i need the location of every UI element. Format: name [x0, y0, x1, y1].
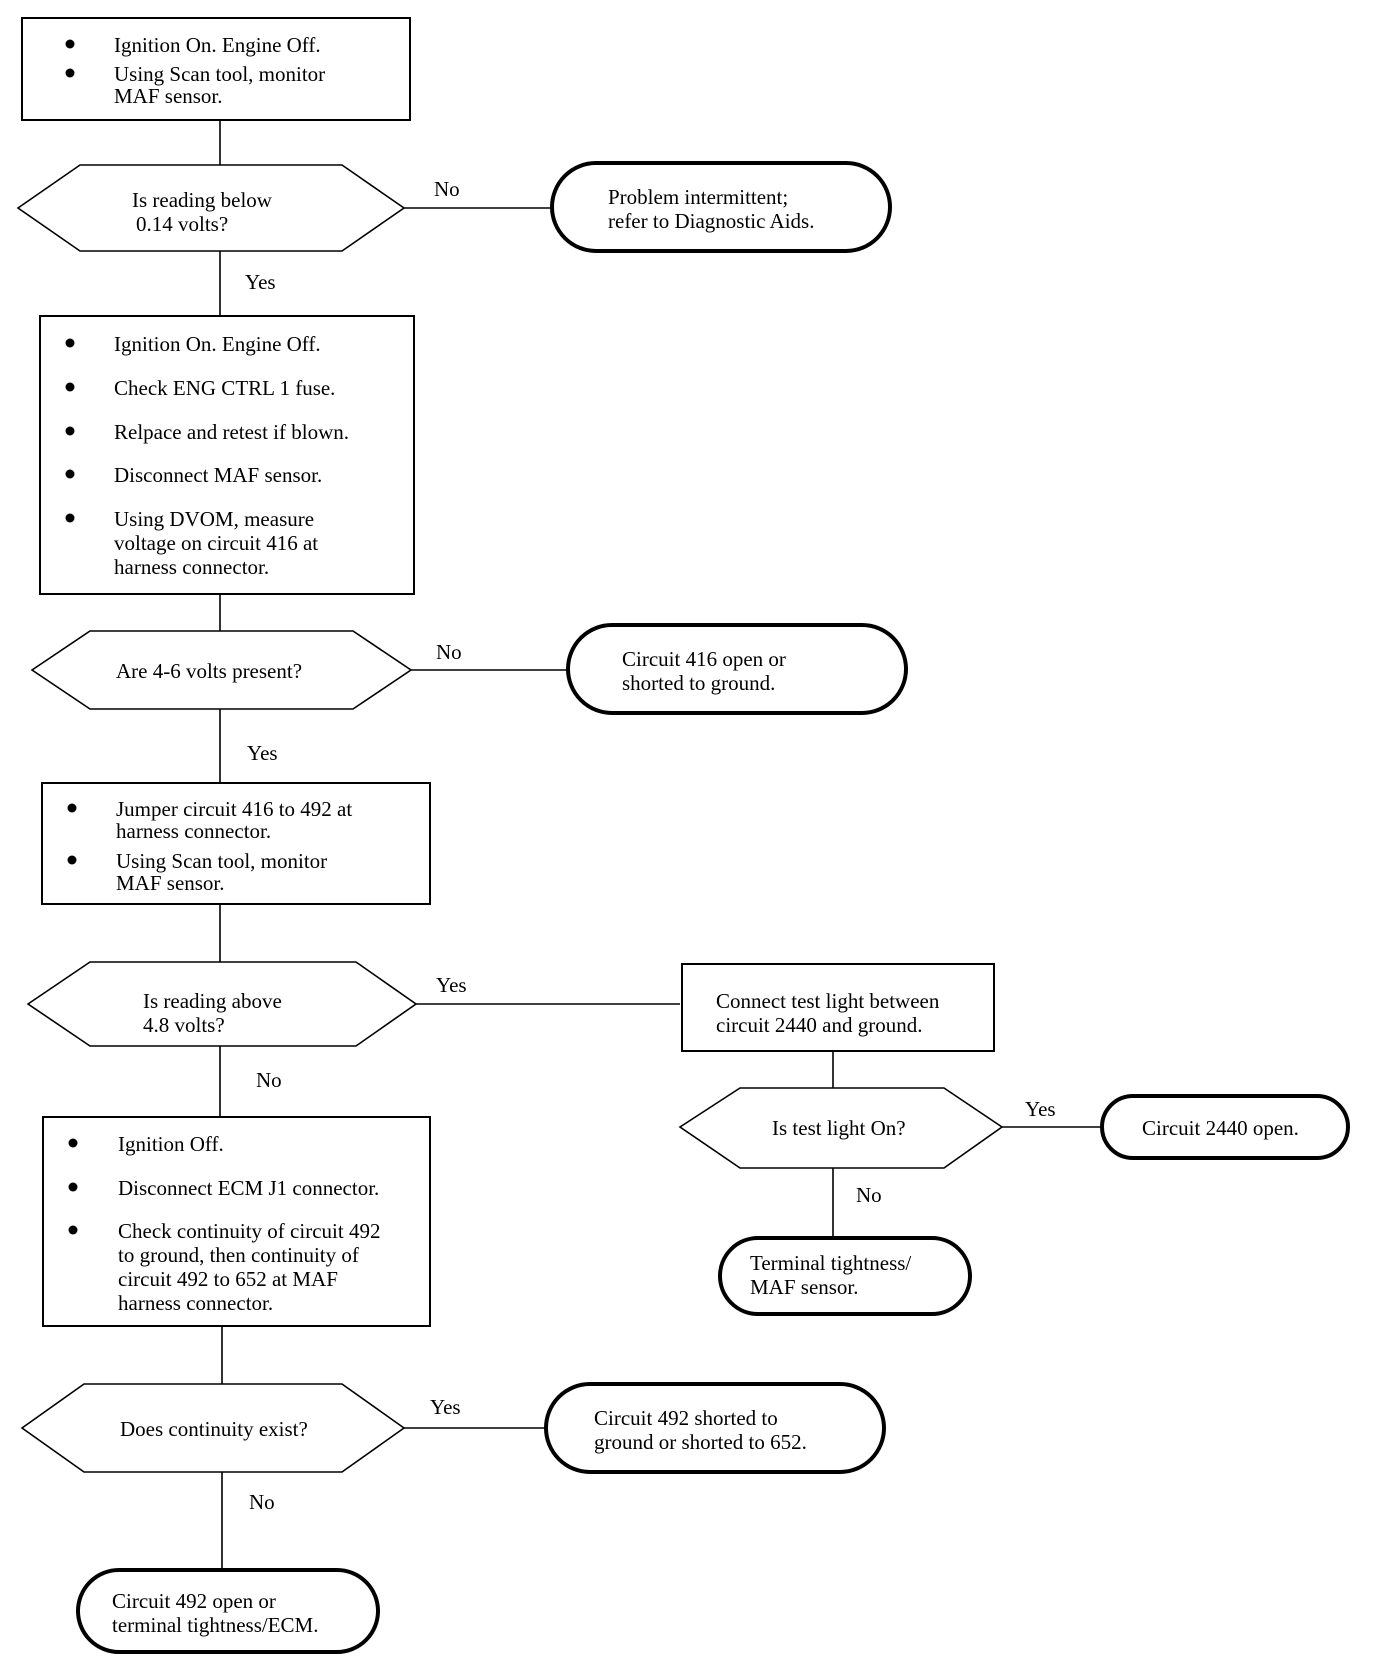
branch-label-yes: Yes: [245, 270, 276, 294]
step-box-5-frame: [681, 963, 995, 1052]
outcome-text: Terminal tightness/: [750, 1251, 911, 1275]
branch-label-yes: Yes: [430, 1395, 461, 1419]
decision-2-frame: [30, 630, 413, 710]
step-box-5: Connect test light between circuit 2440 …: [681, 963, 995, 1052]
outcome-5-frame: [544, 1382, 886, 1474]
bullet-icon: [65, 426, 75, 436]
step-text: Ignition On. Engine Off.: [114, 33, 321, 57]
branch-label-no: No: [434, 177, 460, 201]
branch-label-yes: Yes: [1025, 1097, 1056, 1121]
decision-text: Is reading below: [132, 188, 273, 212]
outcome-1-frame: [550, 161, 892, 253]
outcome-text: Circuit 416 open or: [622, 647, 786, 671]
decision-text: Is test light On?: [772, 1116, 906, 1140]
step-text: harness connector.: [116, 819, 271, 843]
decision-text: 4.8 volts?: [143, 1013, 225, 1037]
outcome-text: Problem intermittent;: [608, 185, 788, 209]
step-text: circuit 2440 and ground.: [716, 1013, 922, 1037]
step-text: circuit 492 to 652 at MAF: [118, 1267, 338, 1291]
step-text: Relpace and retest if blown.: [114, 420, 349, 444]
bullet-icon: [65, 68, 75, 78]
step-text: Using DVOM, measure: [114, 507, 314, 531]
decision-4-frame: [20, 1383, 406, 1473]
step-box-4-frame: [42, 1116, 431, 1327]
outcome-2: Circuit 416 open or shorted to ground.: [566, 623, 908, 715]
outcome-text: MAF sensor.: [750, 1275, 859, 1299]
step-text: MAF sensor.: [114, 84, 223, 108]
decision-5-frame: [678, 1087, 1004, 1169]
decision-text: 0.14 volts?: [136, 212, 228, 236]
step-box-2-frame: [39, 315, 415, 595]
decision-text: Does continuity exist?: [120, 1417, 308, 1441]
step-text: Using Scan tool, monitor: [116, 849, 327, 873]
bullet-icon: [67, 855, 77, 865]
outcome-6-frame: [76, 1568, 380, 1654]
step-box-3: Jumper circuit 416 to 492 at harness con…: [41, 782, 431, 905]
decision-text: Are 4-6 volts present?: [116, 659, 302, 683]
outcome-3-frame: [1100, 1094, 1350, 1160]
decision-3: Is reading above 4.8 volts?: [26, 961, 418, 1047]
step-text: MAF sensor.: [116, 871, 225, 895]
decision-3-frame: [26, 961, 418, 1047]
step-box-1: Ignition On. Engine Off. Using Scan tool…: [21, 17, 411, 121]
bullet-icon: [68, 1138, 78, 1148]
outcome-4: Terminal tightness/ MAF sensor.: [718, 1236, 972, 1316]
bullet-icon: [68, 1182, 78, 1192]
decision-5: Is test light On?: [678, 1087, 1004, 1169]
step-text: harness connector.: [114, 555, 269, 579]
branch-label-no: No: [436, 640, 462, 664]
bullet-icon: [65, 469, 75, 479]
outcome-6: Circuit 492 open or terminal tightness/E…: [76, 1568, 380, 1654]
decision-text: Is reading above: [143, 989, 282, 1013]
step-text: harness connector.: [118, 1291, 273, 1315]
branch-label-yes: Yes: [247, 741, 278, 765]
step-text: to ground, then continuity of: [118, 1243, 359, 1267]
decision-1: Is reading below 0.14 volts?: [16, 164, 406, 252]
outcome-text: terminal tightness/ECM.: [112, 1613, 318, 1637]
step-text: Disconnect MAF sensor.: [114, 463, 322, 487]
step-box-2: Ignition On. Engine Off. Check ENG CTRL …: [39, 315, 415, 595]
step-text: Disconnect ECM J1 connector.: [118, 1176, 379, 1200]
decision-1-frame: [16, 164, 406, 252]
step-box-1-frame: [21, 17, 411, 121]
step-text: Check ENG CTRL 1 fuse.: [114, 376, 335, 400]
bullet-icon: [65, 382, 75, 392]
step-box-4: Ignition Off. Disconnect ECM J1 connecto…: [42, 1116, 431, 1327]
branch-label-no: No: [856, 1183, 882, 1207]
bullet-icon: [65, 513, 75, 523]
decision-4: Does continuity exist?: [20, 1383, 406, 1473]
bullet-icon: [65, 338, 75, 348]
outcome-5: Circuit 492 shorted to ground or shorted…: [544, 1382, 886, 1474]
branch-label-no: No: [256, 1068, 282, 1092]
outcome-text: Circuit 492 open or: [112, 1589, 276, 1613]
bullet-icon: [65, 39, 75, 49]
branch-label-yes: Yes: [436, 973, 467, 997]
outcome-1: Problem intermittent; refer to Diagnosti…: [550, 161, 892, 253]
step-text: Connect test light between: [716, 989, 940, 1013]
outcome-text: refer to Diagnostic Aids.: [608, 209, 814, 233]
step-text: Check continuity of circuit 492: [118, 1219, 380, 1243]
outcome-4-frame: [718, 1236, 972, 1316]
step-text: Ignition On. Engine Off.: [114, 332, 321, 356]
outcome-2-frame: [566, 623, 908, 715]
connector-lines: [219, 120, 1102, 1570]
bullet-icon: [68, 1225, 78, 1235]
outcome-3: Circuit 2440 open.: [1100, 1094, 1350, 1160]
step-text: voltage on circuit 416 at: [114, 531, 318, 555]
step-box-3-frame: [41, 782, 431, 905]
decision-2: Are 4-6 volts present?: [30, 630, 413, 710]
outcome-text: ground or shorted to 652.: [594, 1430, 807, 1454]
step-text: Using Scan tool, monitor: [114, 62, 325, 86]
bullet-icon: [67, 803, 77, 813]
branch-labels: No Yes No Yes Yes No Yes No Yes No: [245, 177, 1056, 1514]
branch-label-no: No: [249, 1490, 275, 1514]
step-text: Ignition Off.: [118, 1132, 224, 1156]
outcome-text: Circuit 2440 open.: [1142, 1116, 1299, 1140]
outcome-text: Circuit 492 shorted to: [594, 1406, 778, 1430]
outcome-text: shorted to ground.: [622, 671, 775, 695]
step-text: Jumper circuit 416 to 492 at: [116, 797, 352, 821]
